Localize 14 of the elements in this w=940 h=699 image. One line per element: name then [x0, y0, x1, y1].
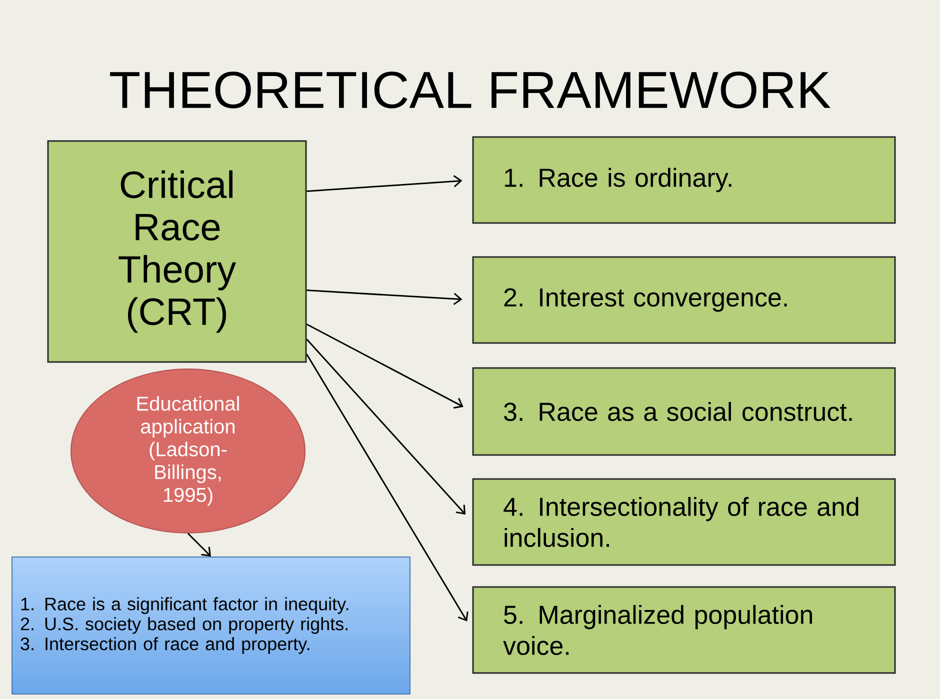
arrow	[306, 338, 466, 515]
principle-box: 2. Interest convergence.	[472, 256, 896, 344]
principle-box: 3. Race as a social construct.	[472, 367, 896, 456]
theory-box: Critical Race Theory (CRT)	[47, 140, 307, 363]
arrow	[306, 324, 464, 409]
principle-box: 5. Marginalized population voice.	[472, 586, 896, 674]
principle-box: 4. Intersectionality of race and inclusion.	[472, 478, 896, 566]
slide-title: THEORETICAL FRAMEWORK	[110, 72, 831, 108]
tenets-box: 1. Race is a significant factor in inequity. 2. U.S. society based on property rights. 3. Intersection of race and property.	[12, 556, 410, 694]
arrow	[306, 354, 468, 622]
arrow	[306, 175, 462, 192]
arrow	[187, 532, 211, 556]
arrow	[306, 290, 462, 306]
principle-box: 1. Race is ordinary.	[472, 136, 896, 224]
